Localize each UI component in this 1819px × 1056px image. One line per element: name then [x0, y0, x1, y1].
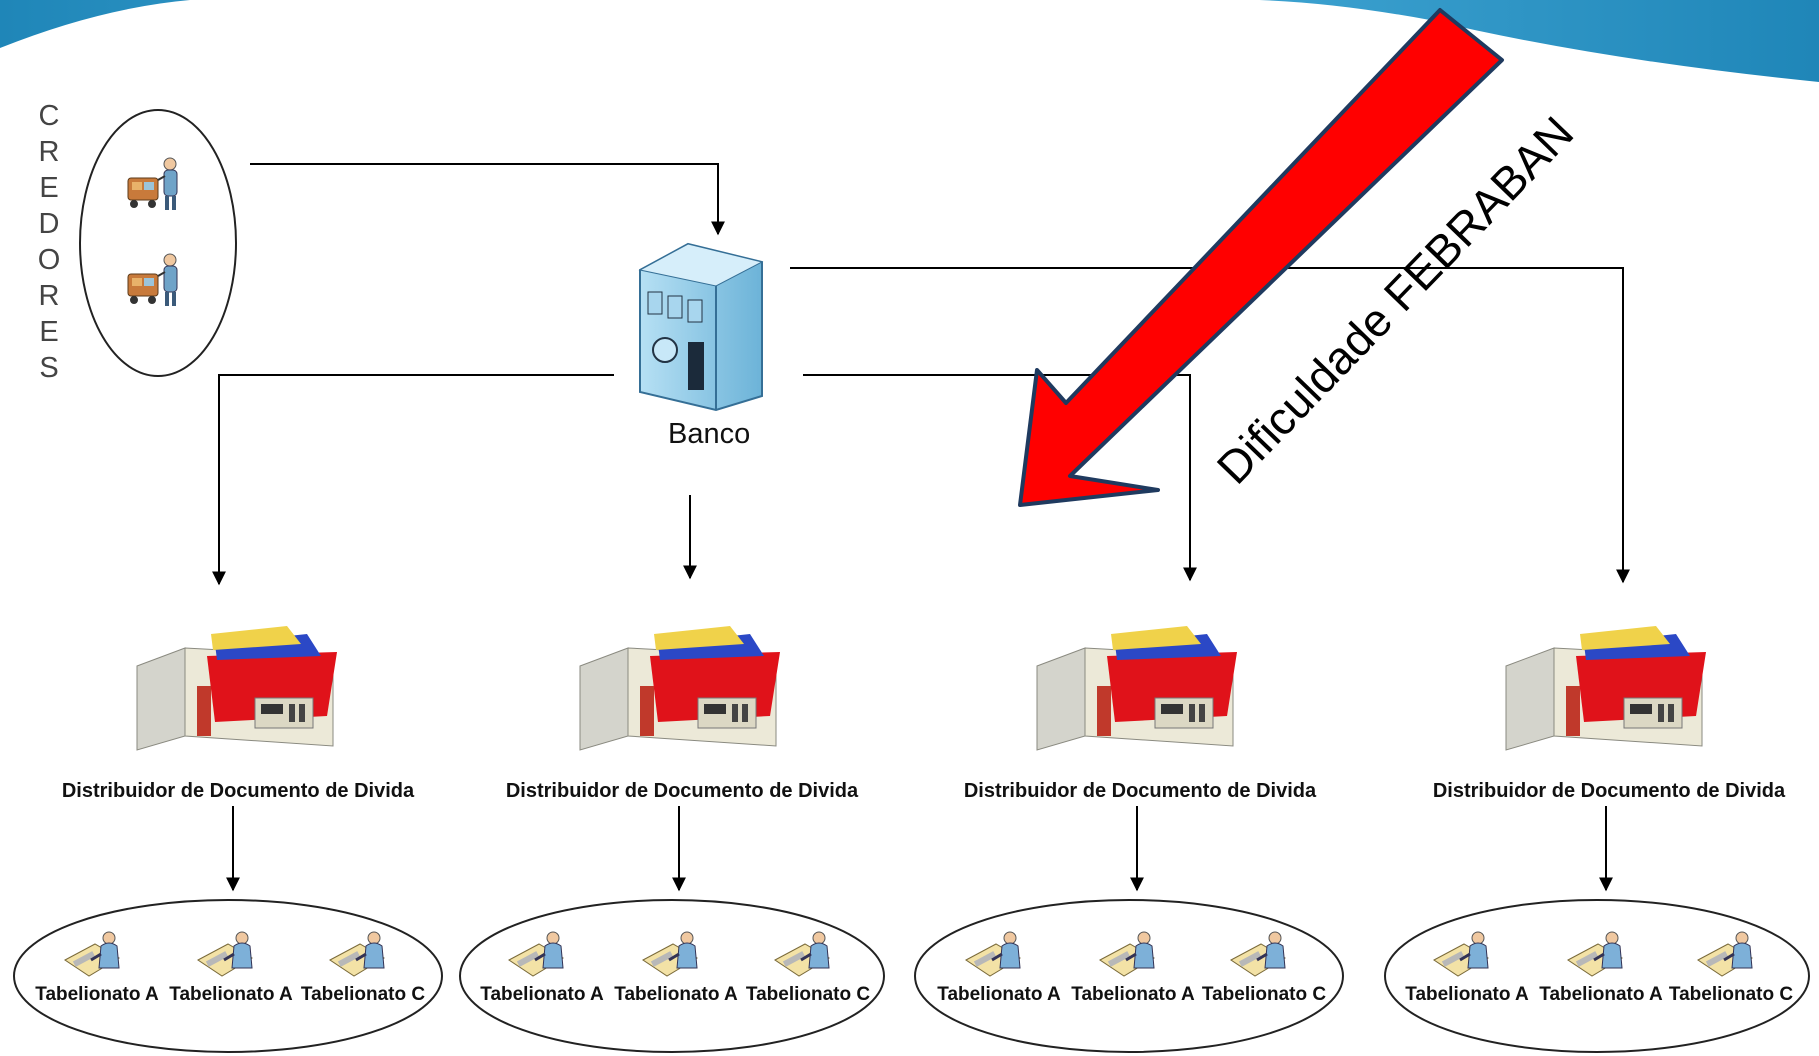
notary-desk-icon	[328, 930, 386, 978]
notary-desk-icon	[507, 930, 565, 978]
distributor-label-4: Distribuidor de Documento de Divida	[1432, 780, 1786, 802]
banco-label: Banco	[668, 418, 751, 450]
credor-icon-1	[127, 157, 178, 211]
tabelionato-label: Tabelionato A	[35, 984, 159, 1005]
bank-building-icon	[638, 242, 764, 412]
tabelionato-label: Tabelionato A	[1071, 984, 1195, 1005]
file-cabinet-icon-2	[579, 625, 781, 751]
tabelionato-group-4	[1384, 899, 1810, 1053]
tabelionato-group-1	[13, 899, 443, 1053]
tabelionato-label: Tabelionato A	[480, 984, 604, 1005]
file-cabinet-icon-1	[136, 625, 338, 751]
credores-letter: D	[38, 208, 60, 240]
credores-ellipse	[79, 109, 237, 377]
notary-desk-icon	[773, 930, 831, 978]
distributor-label-2: Distribuidor de Documento de Divida	[505, 780, 859, 802]
credores-letter: R	[38, 136, 60, 168]
credores-letter: E	[39, 316, 59, 348]
notary-desk-icon	[1098, 930, 1156, 978]
credores-letter: S	[39, 352, 59, 384]
tabelionato-label: Tabelionato C	[1201, 984, 1327, 1005]
febraban-arrow-icon	[1018, 8, 1504, 507]
notary-desk-icon	[1432, 930, 1490, 978]
credores-letter: R	[38, 280, 60, 312]
tabelionato-label: Tabelionato C	[745, 984, 871, 1005]
distributor-label-1: Distribuidor de Documento de Divida	[61, 780, 415, 802]
notary-desk-icon	[196, 930, 254, 978]
credores-letter: C	[38, 100, 60, 132]
credores-label: C R E D O R E S	[36, 98, 62, 386]
notary-desk-icon	[1229, 930, 1287, 978]
tabelionato-label: Tabelionato A	[1405, 984, 1529, 1005]
credores-letter: E	[39, 172, 59, 204]
tabelionato-label: Tabelionato A	[1539, 984, 1663, 1005]
connectors	[212, 163, 1630, 892]
tabelionato-group-3	[914, 899, 1344, 1053]
notary-desk-icon	[1566, 930, 1624, 978]
tabelionato-label: Tabelionato A	[937, 984, 1061, 1005]
tabelionato-group-2	[459, 899, 885, 1053]
credor-icon-2	[127, 253, 178, 307]
header-wave	[0, 0, 1819, 82]
notary-desk-icon	[641, 930, 699, 978]
credores-letter: O	[37, 244, 61, 276]
notary-desk-icon	[63, 930, 121, 978]
tabelionato-label: Tabelionato A	[614, 984, 738, 1005]
tabelionato-label: Tabelionato A	[169, 984, 293, 1005]
file-cabinet-icon-3	[1036, 625, 1238, 751]
tabelionato-label: Tabelionato C	[1668, 984, 1794, 1005]
tabelionato-label: Tabelionato C	[300, 984, 426, 1005]
notary-desk-icon	[964, 930, 1022, 978]
file-cabinet-icon-4	[1505, 625, 1707, 751]
distributor-label-3: Distribuidor de Documento de Divida	[963, 780, 1317, 802]
notary-desk-icon	[1696, 930, 1754, 978]
